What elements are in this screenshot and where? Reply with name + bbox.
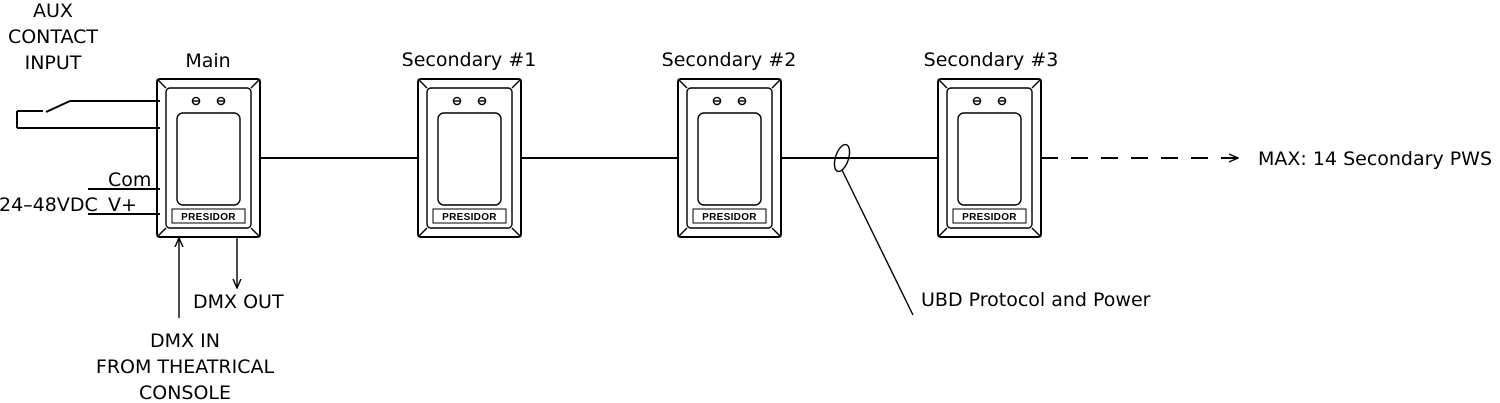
secondary-1-label: Secondary #1 — [402, 49, 537, 71]
aux-contact-switch — [16, 100, 160, 129]
aux-label-line-3: INPUT — [25, 52, 82, 74]
vplus-label: V+ — [108, 194, 137, 216]
cable-leader-line — [841, 169, 914, 316]
dmx-out-label: DMX OUT — [193, 291, 284, 313]
dmx-in-label-line-3: CONSOLE — [139, 382, 231, 403]
brand-logo: PRESIDOR — [702, 212, 757, 223]
secondary-3-device: PRESIDOR — [937, 78, 1042, 238]
main-device-label: Main — [185, 50, 230, 72]
brand-logo: PRESIDOR — [962, 212, 1017, 223]
dmx-in-label-line-1: DMX IN — [150, 330, 220, 352]
indicator-leds — [972, 96, 1007, 106]
cable-label: UBD Protocol and Power — [921, 289, 1151, 311]
secondary-3-label: Secondary #3 — [924, 49, 1059, 71]
aux-label-line-2: CONTACT — [8, 26, 98, 48]
cable-bundle-marker — [833, 143, 851, 173]
max-secondary-label: MAX: 14 Secondary PWS — [1258, 148, 1492, 170]
power-input-wires — [88, 188, 160, 215]
display-window — [957, 112, 1022, 206]
dmx-in-label-line-2: FROM THEATRICAL — [96, 356, 275, 378]
brand-logo: PRESIDOR — [442, 212, 497, 223]
secondary-2-label: Secondary #2 — [662, 49, 797, 71]
display-window — [176, 112, 241, 206]
display-window — [437, 112, 502, 206]
main-device: PRESIDOR — [156, 78, 261, 238]
indicator-leds — [191, 96, 226, 106]
indicator-leds — [712, 96, 747, 106]
indicator-leds — [452, 96, 487, 106]
secondary-1-device: PRESIDOR — [417, 78, 522, 238]
secondary-2-device: PRESIDOR — [677, 78, 782, 238]
display-window — [697, 112, 762, 206]
brand-logo: PRESIDOR — [181, 212, 236, 223]
com-label: Com — [108, 169, 151, 191]
voltage-label: 24–48VDC — [0, 194, 98, 216]
aux-label-line-1: AUX — [33, 0, 73, 22]
